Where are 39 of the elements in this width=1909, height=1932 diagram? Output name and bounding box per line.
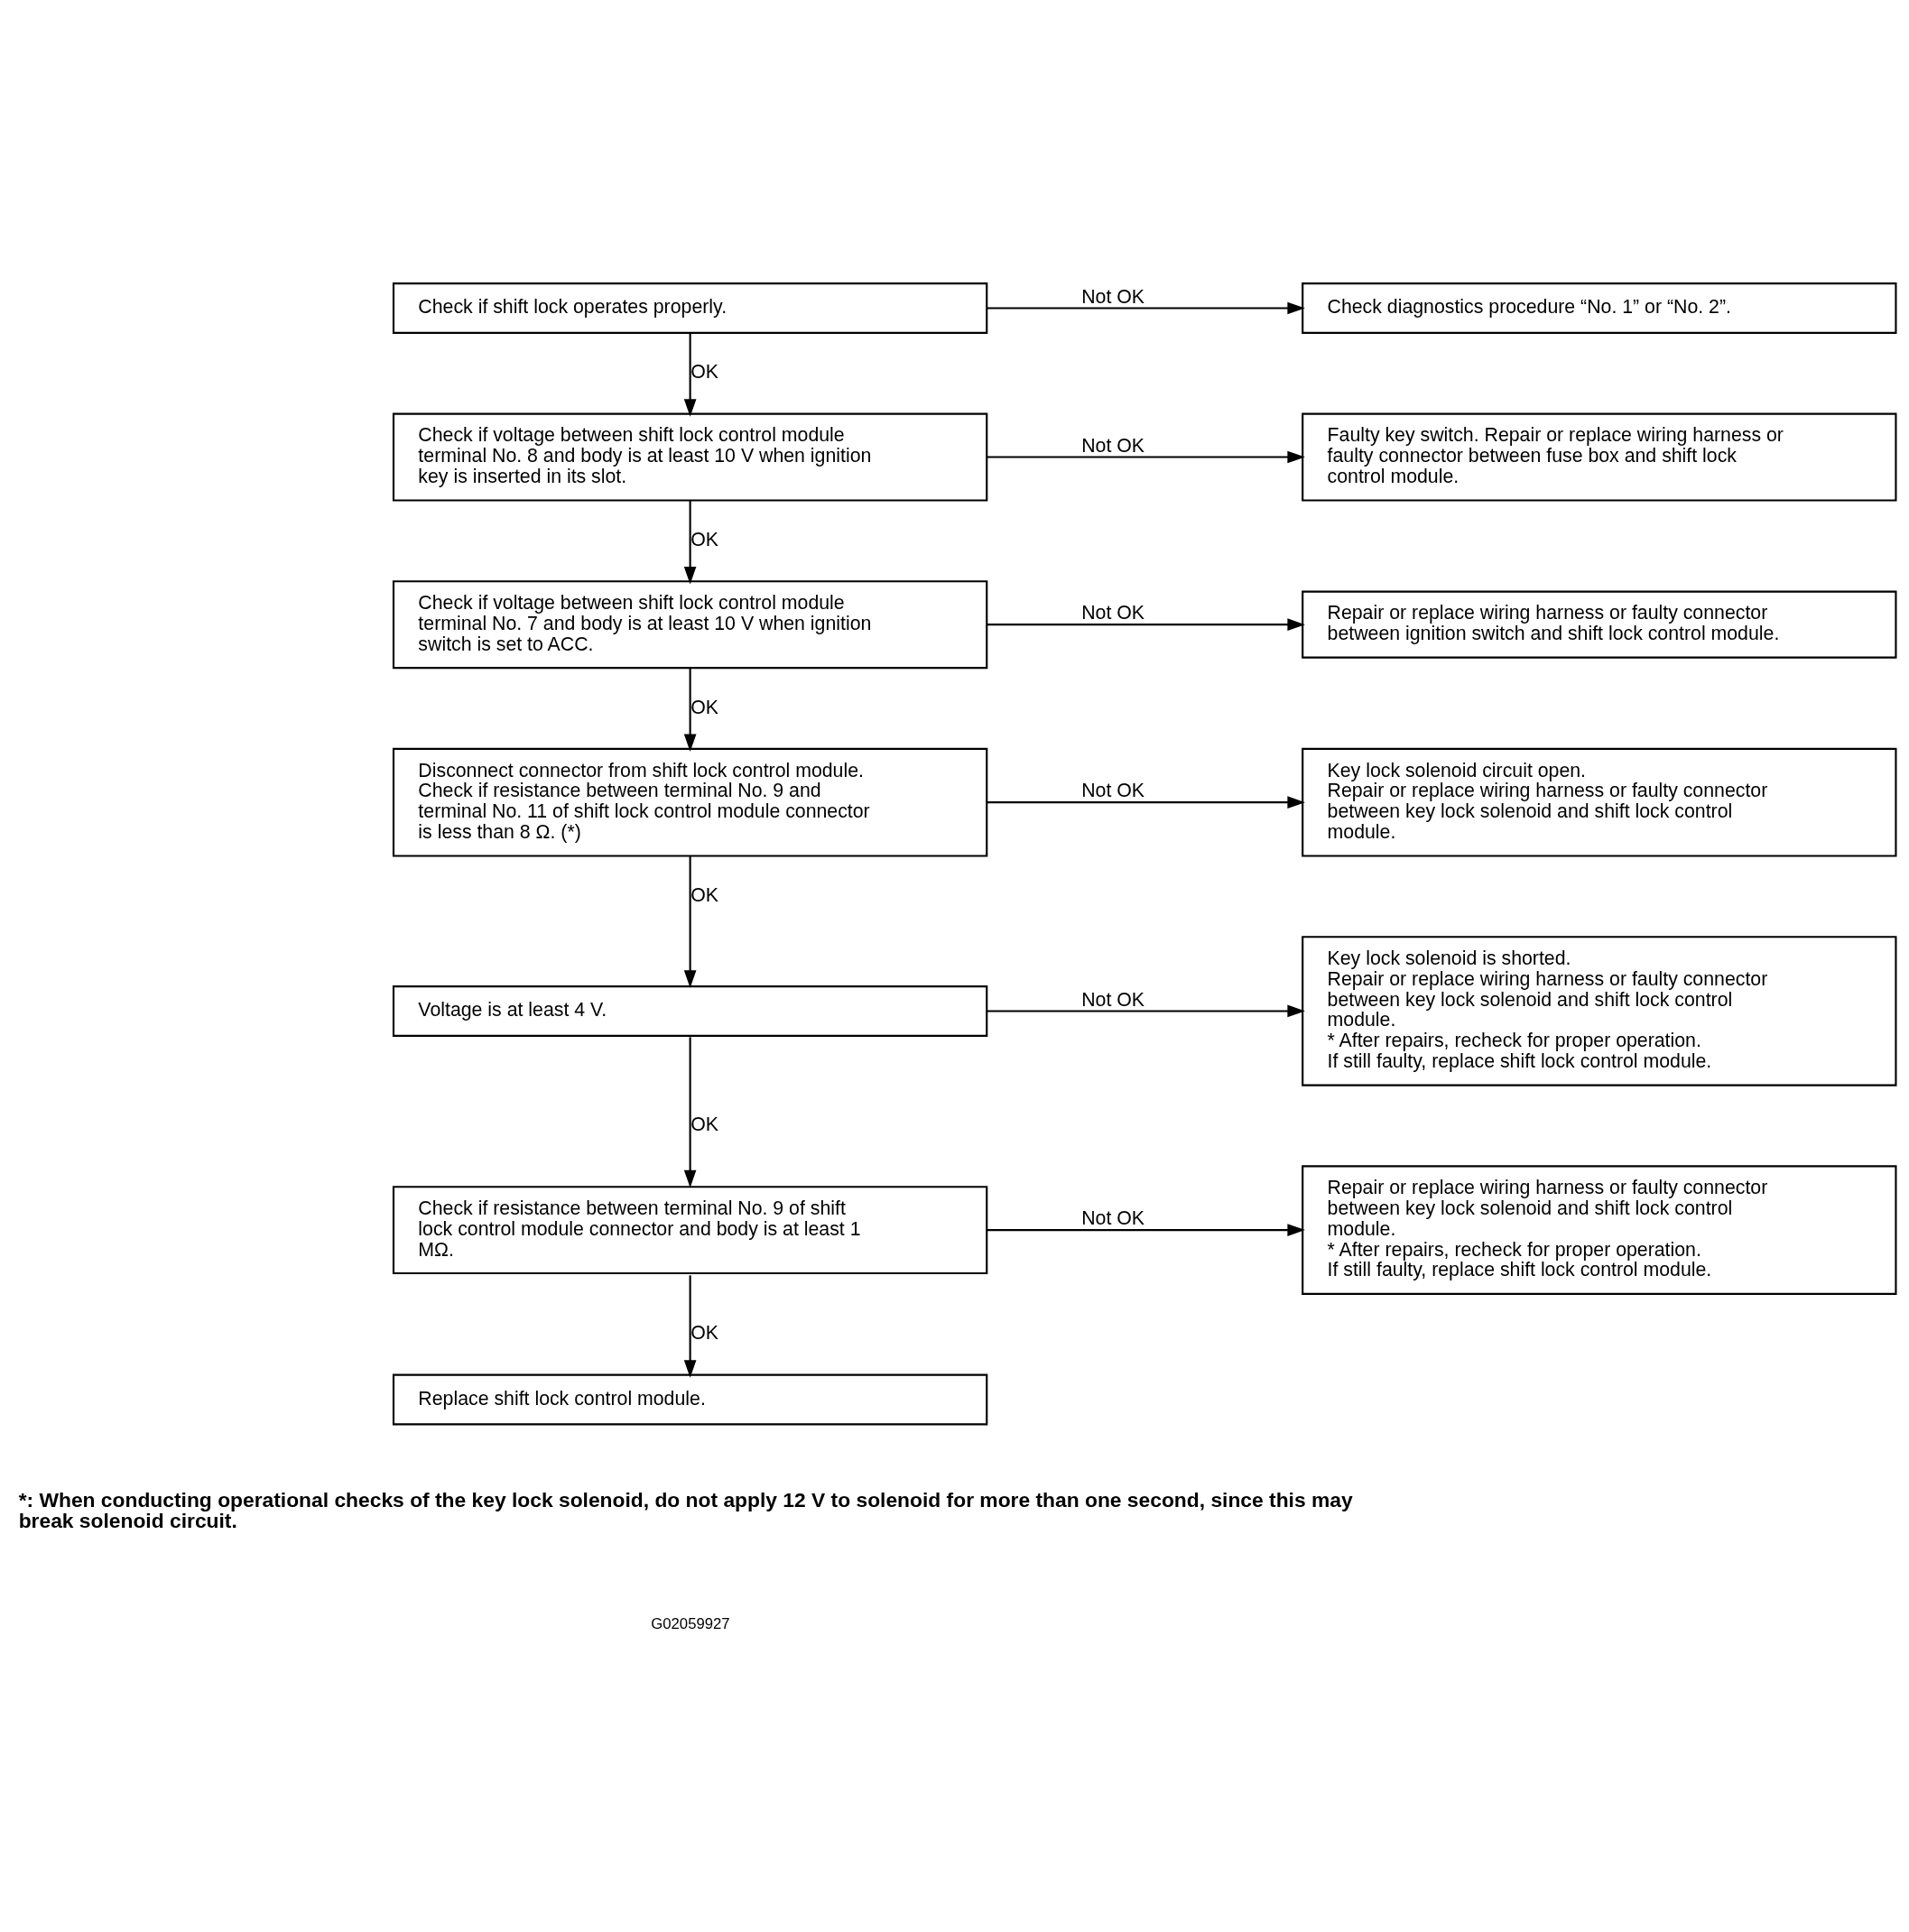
arrow [683, 499, 697, 584]
node-box: Repair or replace wiring harness or faulty connector between key lock solenoid and shift lock control module. * After repairs, recheck for proper operation. If still faulty, replace shift lock control module. [1302, 1164, 1897, 1295]
arrow [683, 667, 697, 752]
edge-label: OK [690, 1113, 718, 1135]
node-box: Key lock solenoid circuit open. Repair or replace wiring harness or faulty connector between key lock solenoid and shift lock control module. [1302, 747, 1897, 857]
arrow [987, 617, 1305, 631]
arrow [683, 332, 697, 417]
arrow [987, 301, 1305, 314]
edge-label: OK [690, 1321, 718, 1344]
node-box: Replace shift lock control module. [392, 1373, 988, 1425]
arrow [683, 855, 697, 988]
node-box: Check if voltage between shift lock control module terminal No. 8 and body is at least 10 V when ignition key is inserted in its slot. [392, 412, 988, 502]
node-box: Check if resistance between terminal No. 9 of shift lock control module connector and body is at least 1 MΩ. [392, 1185, 988, 1274]
edge-label: OK [690, 696, 718, 718]
node-box: Disconnect connector from shift lock control module. Check if resistance between terminal No. 9 and terminal No. 11 of shift lock control module connector is less than 8 Ω. (*) [392, 747, 988, 857]
label: *: When conducting operational checks of the key lock solenoid, do not apply 12 V to solenoid for more than one second, since this may break solenoid circuit. [18, 1487, 1353, 1532]
edge-label: OK [690, 528, 718, 550]
edge-label: OK [690, 360, 718, 383]
edge-label: Not OK [1081, 601, 1145, 624]
edge-label: Not OK [1081, 988, 1145, 1011]
node-box: Faulty key switch. Repair or replace wiring harness or faulty connector between fuse box and shift lock control module. [1302, 412, 1897, 502]
edge-label: Not OK [1081, 285, 1145, 308]
node-box: Voltage is at least 4 V. [392, 984, 988, 1037]
arrow [987, 450, 1305, 463]
node-box: Check if shift lock operates properly. [392, 282, 988, 334]
node-box: Check diagnostics procedure “No. 1” or “No. 2”. [1302, 282, 1897, 334]
node-box: Key lock solenoid is shorted. Repair or replace wiring harness or faulty connector between key lock solenoid and shift lock control module. * After repairs, recheck for proper operation. If still faulty, replace shift lock control module. [1302, 935, 1897, 1086]
node-box: Repair or replace wiring harness or faulty connector between ignition switch and shift lock control module. [1302, 590, 1897, 659]
edge-label: Not OK [1081, 434, 1145, 457]
node-box: Check if voltage between shift lock control module terminal No. 7 and body is at least 10 V when ignition switch is set to ACC. [392, 579, 988, 669]
arrow [987, 1223, 1305, 1236]
arrow [987, 1004, 1305, 1017]
edge-label: Not OK [1081, 1206, 1145, 1229]
arrow [987, 795, 1305, 809]
arrow [683, 1036, 697, 1188]
arrow [683, 1274, 697, 1378]
edge-label: OK [690, 883, 718, 906]
label: G02059927 [651, 1614, 730, 1632]
edge-label: Not OK [1081, 779, 1145, 801]
